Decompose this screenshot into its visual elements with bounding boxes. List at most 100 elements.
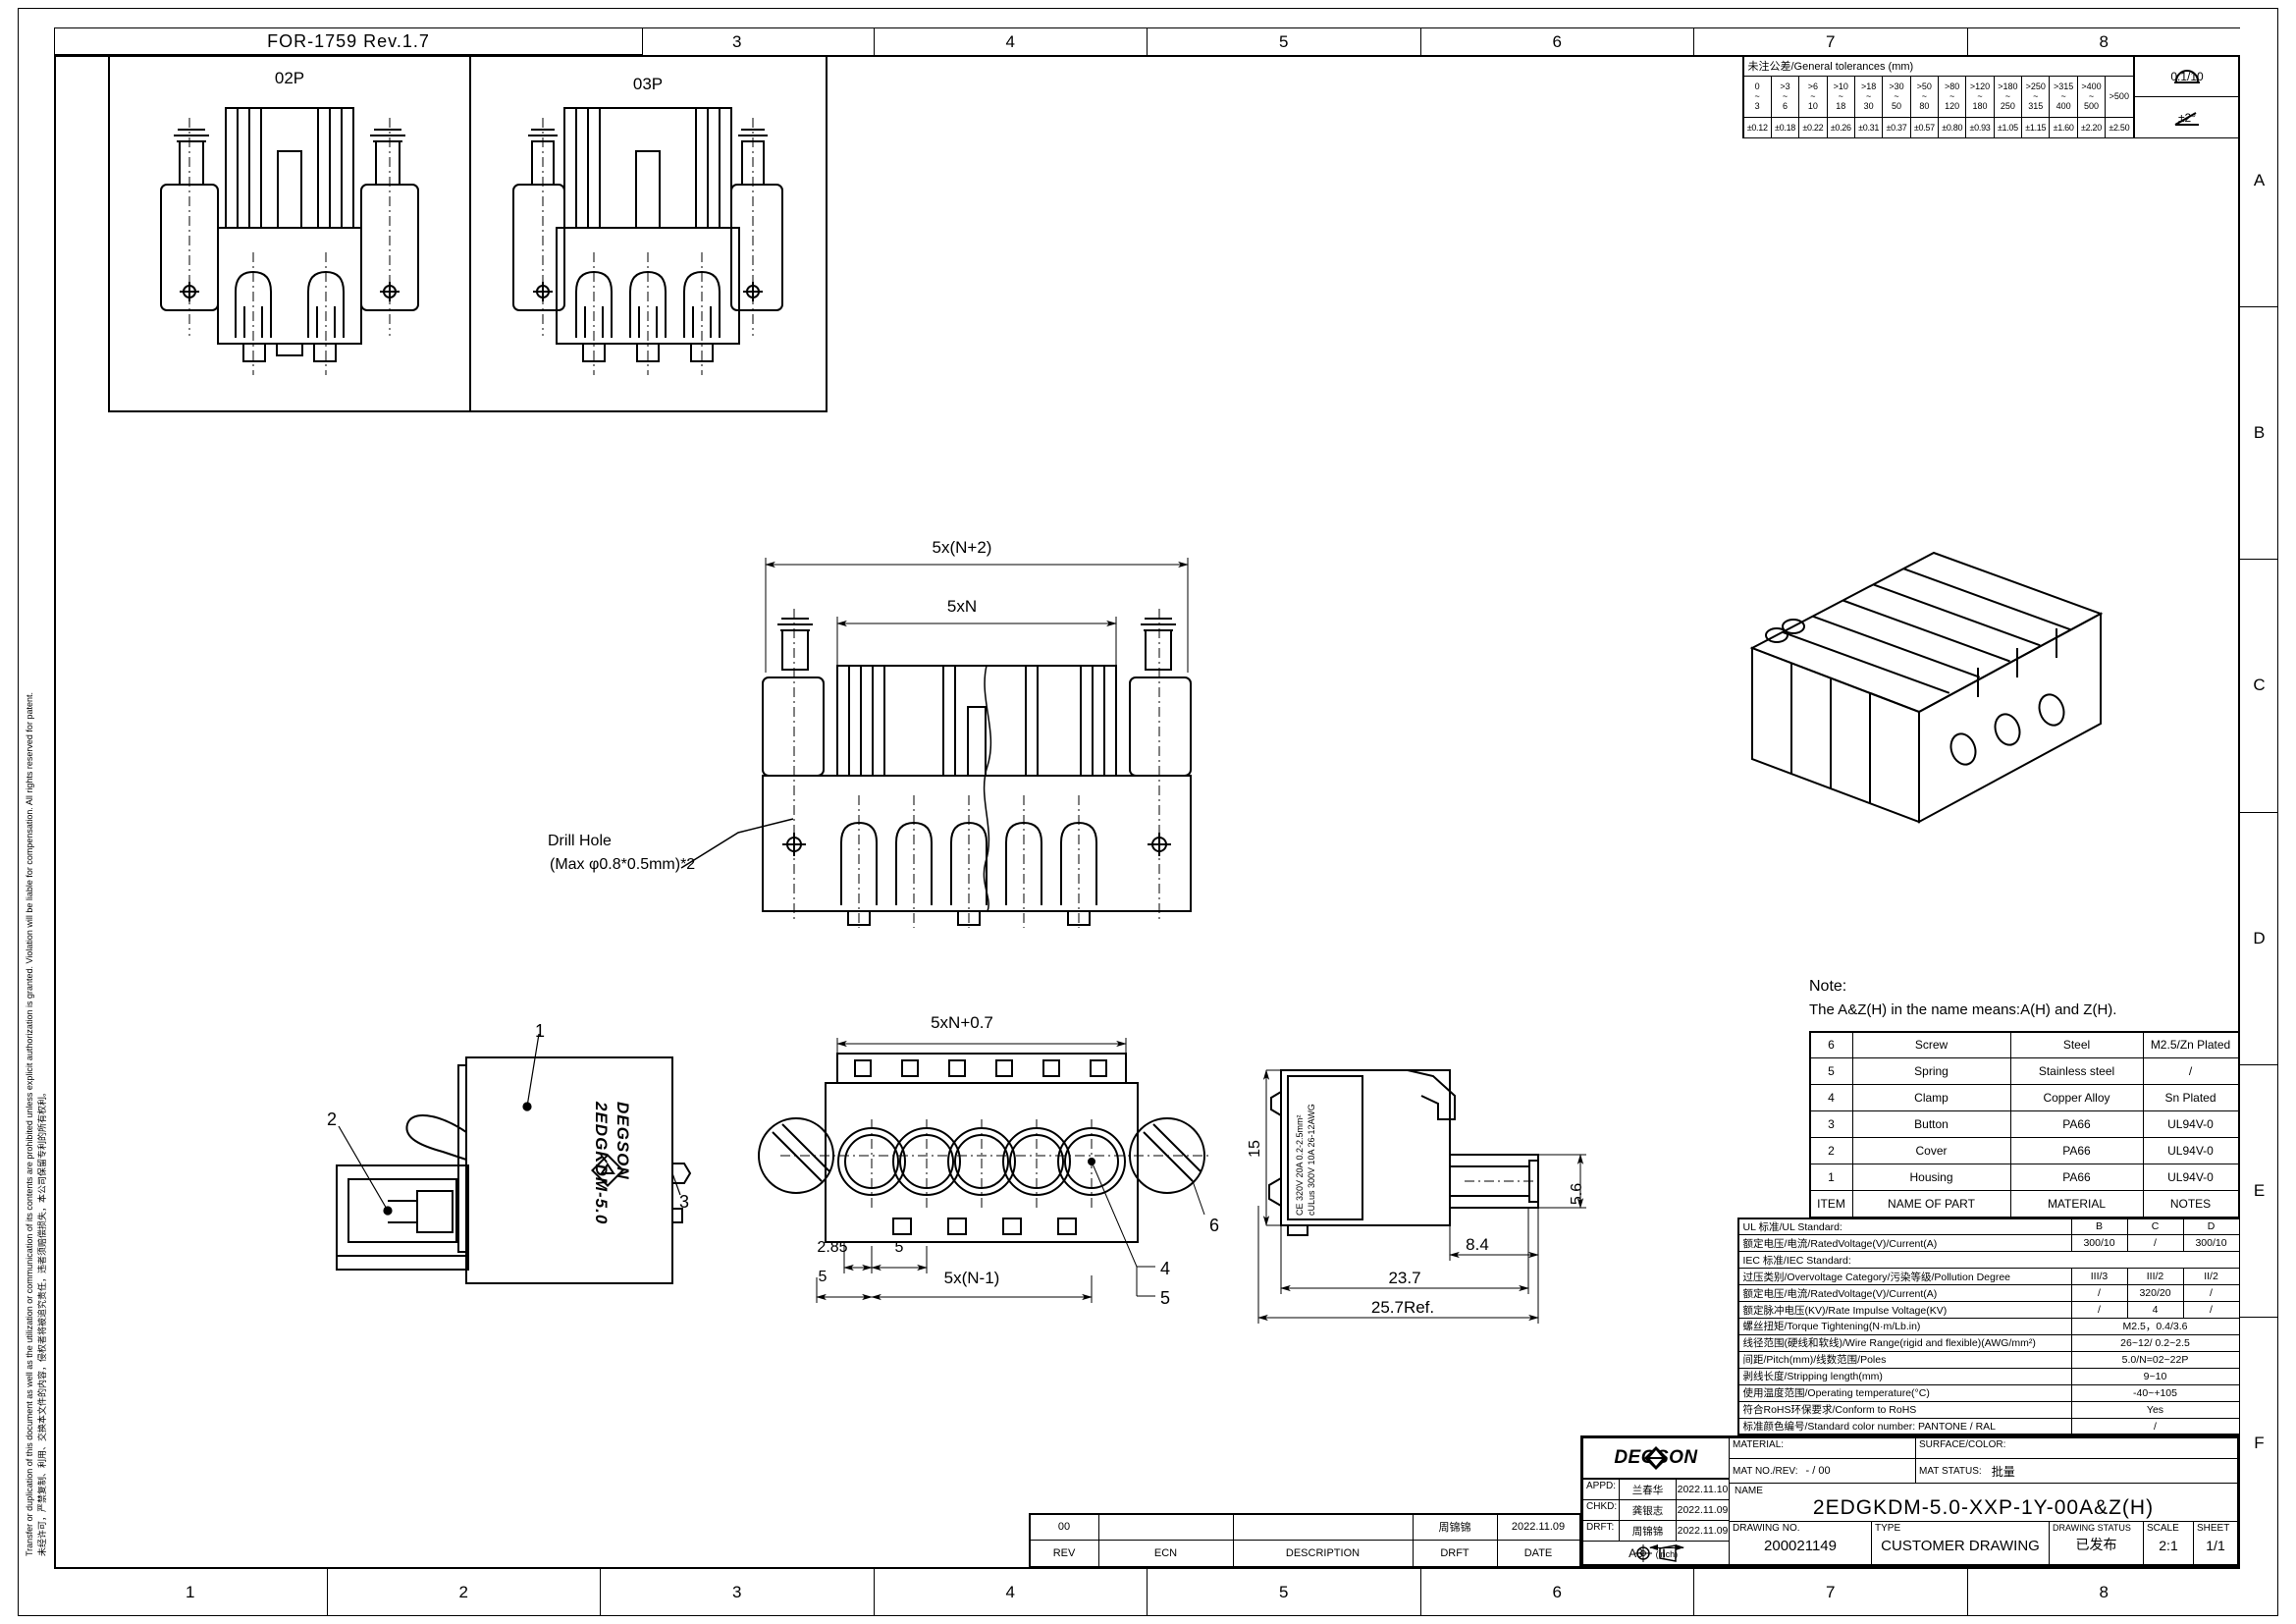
third-angle-projection-icon: [1634, 1543, 1677, 1562]
drill-note-line2: (Max φ0.8*0.5mm)*2: [550, 856, 696, 873]
drawing-no-value: 200021149: [1764, 1537, 1837, 1554]
inner-frame: [54, 55, 2240, 1569]
side-label-markings: CE 320V 20A 0.2-2.5mm² cULus 300V 10A 26…: [1294, 1088, 1319, 1216]
chkd-date: 2022.11.09: [1676, 1499, 1730, 1521]
dim-23-7: 23.7: [1388, 1269, 1421, 1287]
mat-status-label: MAT STATUS:: [1919, 1465, 1982, 1477]
grid-col-label: 8: [1968, 28, 2241, 55]
grid-col-3b: 3: [732, 1583, 742, 1601]
mat-no-cell: MAT NO./REV: - / 00: [1729, 1458, 1916, 1484]
drft-label: DRFT:: [1582, 1520, 1620, 1542]
name-label: NAME: [1735, 1486, 1763, 1496]
drft-name: 周锦锦: [1619, 1520, 1677, 1542]
grid-row-F: F: [2240, 1316, 2278, 1569]
grid-col-8b: 8: [2099, 1583, 2109, 1601]
type-value: CUSTOMER DRAWING: [1881, 1537, 2040, 1554]
rev-desc-value: [1233, 1514, 1413, 1540]
callout-4: 4: [1160, 1259, 1171, 1278]
part-name-cell: NAME 2EDGKDM-5.0-XXP-1Y-00A&Z(H): [1729, 1483, 2238, 1522]
dim-25-7-ref: 25.7Ref.: [1370, 1298, 1435, 1317]
drill-note-line1: Drill Hole: [548, 833, 612, 849]
rating-marking-1: CE 320V 20A 0.2-2.5mm²: [1295, 1114, 1305, 1216]
grid-col-4b: 4: [1005, 1583, 1015, 1601]
angle-icon: [2174, 111, 2199, 126]
drawing-no-label: DRAWING NO.: [1733, 1523, 1800, 1534]
grid-col-5b: 5: [1279, 1583, 1289, 1601]
rev-header: REV: [1030, 1541, 1098, 1566]
grid-col-label: 7: [1694, 28, 1968, 55]
grid-col-label: 8: [1968, 1569, 2241, 1616]
type-label: TYPE: [1875, 1523, 1901, 1534]
chkd-name: 龚银志: [1619, 1499, 1677, 1521]
flatness-cell: 0.1/10: [2134, 55, 2240, 97]
grid-col-label: 4: [875, 28, 1148, 55]
dim-sample-icon: [1648, 1543, 1684, 1550]
drawing-no-cell: DRAWING NO. 200021149: [1729, 1521, 1872, 1565]
tolerance-title: 未注公差/General tolerances (mm): [1743, 56, 2133, 76]
title-block: DEGSON APPD: 兰春华 2022.11.10 CHKD: 龚银志 20…: [1580, 1435, 2240, 1567]
angle-tol-cell: ±2°: [2134, 96, 2240, 138]
callout-2: 2: [327, 1110, 338, 1129]
dim-5xn-plus-07: 5xN+0.7: [931, 1013, 993, 1032]
view-bottom-front: [758, 1038, 1212, 1303]
panel-divider: [469, 55, 471, 412]
rev-drft-value: 周锦锦: [1413, 1514, 1497, 1540]
status-cell: DRAWING STATUS 已发布: [2049, 1521, 2144, 1565]
grid-col-5: 5: [1279, 31, 1289, 51]
grid-col-label: 3: [601, 28, 875, 55]
drill-leader: [680, 818, 794, 869]
part-number: 2EDGKDM-5.0-XXP-1Y-00A&Z(H): [1812, 1496, 2155, 1519]
grid-col-4: 4: [1005, 31, 1015, 51]
mat-status-cell: MAT STATUS: 批量: [1915, 1458, 2238, 1484]
appd-label: APPD:: [1582, 1479, 1620, 1500]
grid-row-E: E: [2240, 1063, 2278, 1317]
symbols-cell: A3 (inch): [1582, 1541, 1730, 1565]
grid-row-D: D: [2240, 811, 2278, 1064]
dim-5-6: 5.6: [1569, 1182, 1585, 1206]
grid-col-6: 6: [1552, 31, 1562, 51]
grid-col-label: 2: [328, 1569, 601, 1616]
model-marking: 2EDGKDM-5.0: [592, 1102, 611, 1225]
grid-col-8: 8: [2099, 31, 2109, 51]
view-03p-front: [512, 107, 783, 375]
scale-cell: SCALE 2:1: [2143, 1521, 2194, 1565]
view-side-right: [1257, 1069, 1586, 1324]
grid-row-B: B: [2240, 306, 2278, 559]
rev-value: 00: [1030, 1514, 1098, 1540]
break-line: [983, 665, 992, 912]
rev-date-value: 2022.11.09: [1497, 1514, 1579, 1540]
degson-logo-icon: [1644, 1446, 1668, 1470]
note-title: Note:: [1809, 978, 1847, 995]
sheet-value: 1/1: [2206, 1538, 2225, 1553]
grid-col-7: 7: [1826, 31, 1836, 51]
view-label-03p: 03P: [632, 75, 664, 93]
chkd-label: CHKD:: [1582, 1499, 1620, 1521]
dim-5x-n-plus-2: 5x(N+2): [932, 538, 992, 557]
sheet-cell: SHEET 1/1: [2193, 1521, 2238, 1565]
disclaimer-cn: 未经许可，严禁复制、利用、交换本文件的内容，侵权者将被追究责任，违者须赔偿损失，…: [37, 1087, 47, 1556]
grid-col-label: 5: [1148, 28, 1421, 55]
appd-date: 2022.11.10: [1676, 1479, 1730, 1500]
callout-5: 5: [1160, 1288, 1171, 1308]
dim-5xn: 5xN: [946, 597, 978, 616]
grid-col-3: 3: [732, 31, 742, 51]
form-ref-box: FOR-1759 Rev.1.7: [54, 27, 643, 55]
mat-no-value: - / 00: [1805, 1465, 1831, 1477]
form-ref: FOR-1759 Rev.1.7: [267, 30, 430, 51]
grid-row-A: A: [2253, 171, 2266, 190]
body-marking-text: DEGSON 2EDGKDM-5.0: [590, 1102, 633, 1254]
callout-1: 1: [535, 1021, 546, 1041]
grid-col-label: 3: [601, 1569, 875, 1616]
mat-status-value: 批量: [1991, 1464, 2015, 1479]
callout-6: 6: [1209, 1216, 1220, 1235]
date-header: DATE: [1497, 1541, 1579, 1566]
callout-3: 3: [679, 1192, 690, 1212]
dim-2-85: 2.85: [817, 1239, 848, 1256]
drft-header: DRFT: [1413, 1541, 1497, 1566]
rev-ecn-value: [1098, 1514, 1233, 1540]
grid-col-label: 1: [54, 1569, 328, 1616]
grid-col-label: 6: [1421, 1569, 1694, 1616]
